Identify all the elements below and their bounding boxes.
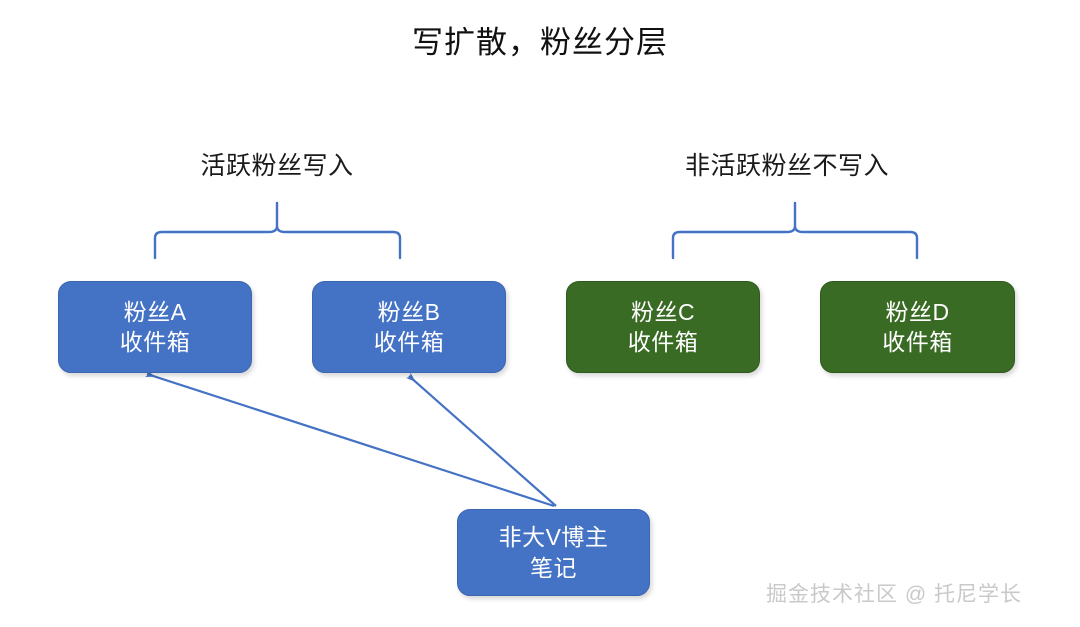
brace-inactive (671, 201, 919, 260)
node-author-note[interactable]: 非大V博主 笔记 (457, 509, 650, 596)
node-fan-c-inbox[interactable]: 粉丝C 收件箱 (566, 281, 760, 373)
group-label-active: 活跃粉丝写入 (200, 152, 354, 180)
node-author-line1: 非大V博主 (498, 524, 609, 551)
node-fan-b-line2: 收件箱 (373, 329, 445, 355)
node-fan-d-line1: 粉丝D (885, 298, 950, 325)
watermark: 掘金技术社区 @ 托尼学长 (766, 583, 1022, 606)
page-title: 写扩散，粉丝分层 (412, 25, 668, 60)
node-fan-b-line1: 粉丝B (377, 298, 441, 325)
node-fan-a-line1: 粉丝A (123, 298, 187, 325)
brace-active (153, 201, 402, 260)
node-fan-c-line2: 收件箱 (627, 329, 699, 355)
node-fan-c-line1: 粉丝C (630, 298, 696, 325)
group-label-inactive: 非活跃粉丝不写入 (684, 152, 889, 180)
edge-author-to-fan-a (144, 370, 555, 508)
node-fan-d-line2: 收件箱 (882, 329, 953, 355)
edge-author-to-fan-b (405, 372, 557, 507)
node-fan-a-inbox[interactable]: 粉丝A 收件箱 (58, 281, 252, 373)
node-fan-d-inbox[interactable]: 粉丝D 收件箱 (820, 281, 1015, 373)
node-fan-b-inbox[interactable]: 粉丝B 收件箱 (312, 281, 506, 373)
node-author-line2: 笔记 (530, 554, 577, 581)
node-fan-a-line2: 收件箱 (119, 329, 191, 355)
